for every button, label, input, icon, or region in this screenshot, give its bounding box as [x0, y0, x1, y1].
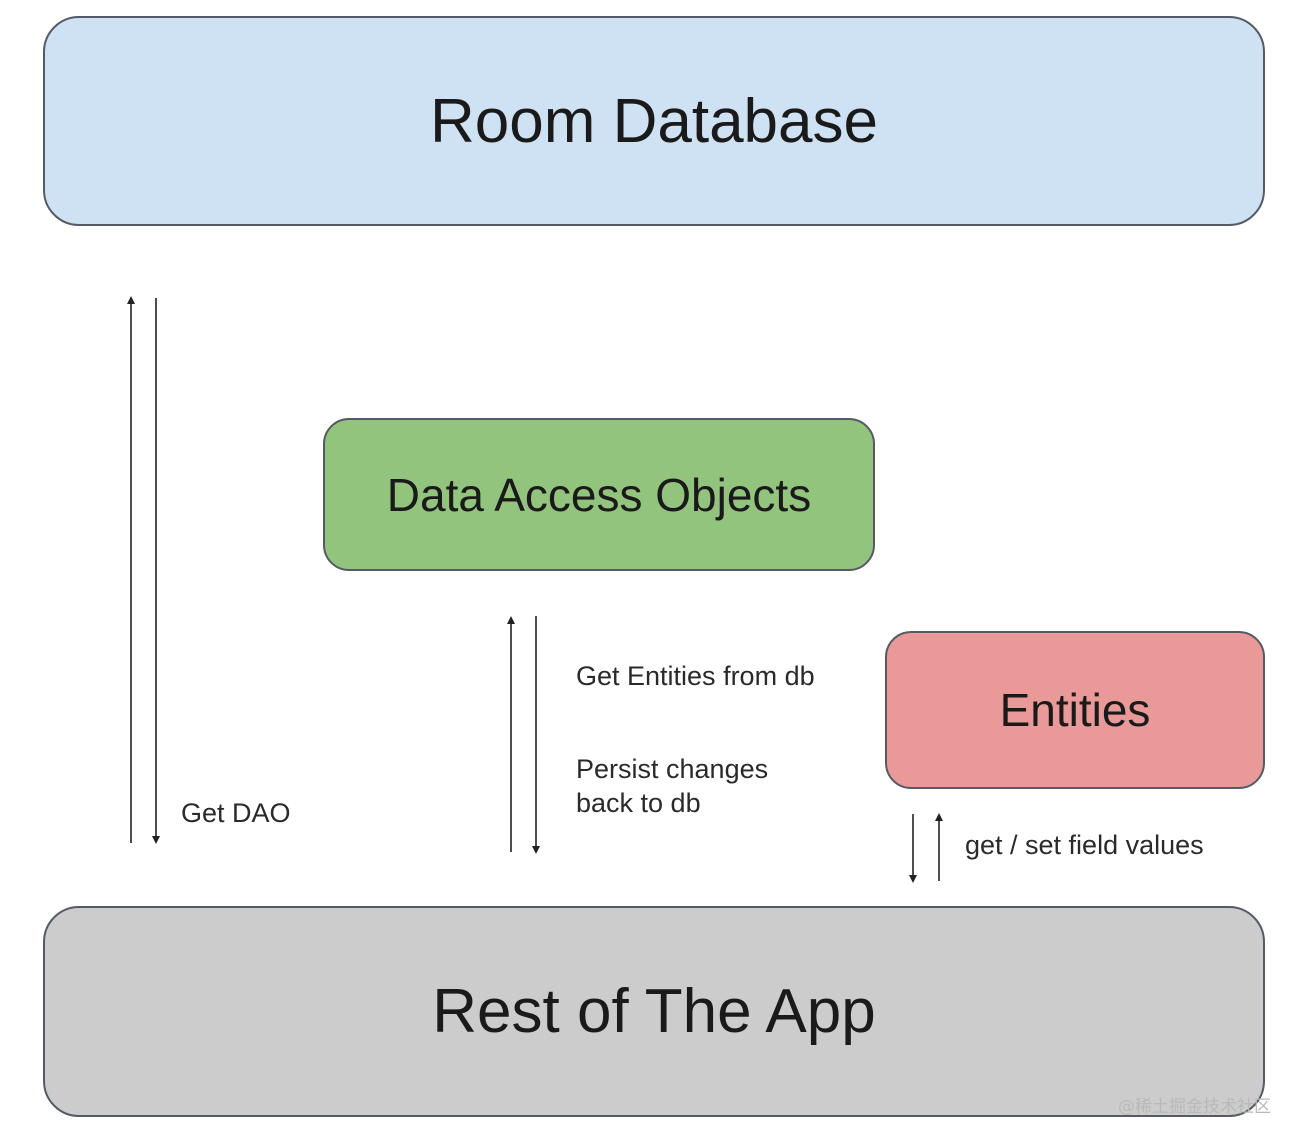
data-access-objects-node: Data Access Objects	[323, 418, 875, 571]
rest-of-app-label: Rest of The App	[432, 977, 876, 1046]
rest-of-app-node: Rest of The App	[43, 906, 1265, 1117]
field-values-label: get / set field values	[965, 830, 1204, 860]
entities-label: Entities	[999, 684, 1151, 736]
room-database-label: Room Database	[429, 86, 879, 156]
entities-node: Entities	[885, 631, 1265, 789]
persist-line-2: back to db	[576, 788, 701, 818]
persist-changes-label: Persist changes back to db	[576, 752, 768, 820]
room-database-node: Room Database	[43, 16, 1265, 226]
watermark: @稀土掘金技术社区	[1118, 1097, 1271, 1117]
get-entities-label: Get Entities from db	[576, 661, 815, 691]
get-dao-label: Get DAO	[181, 798, 291, 828]
data-access-objects-label: Data Access Objects	[386, 468, 812, 521]
persist-line-1: Persist changes	[576, 754, 769, 784]
